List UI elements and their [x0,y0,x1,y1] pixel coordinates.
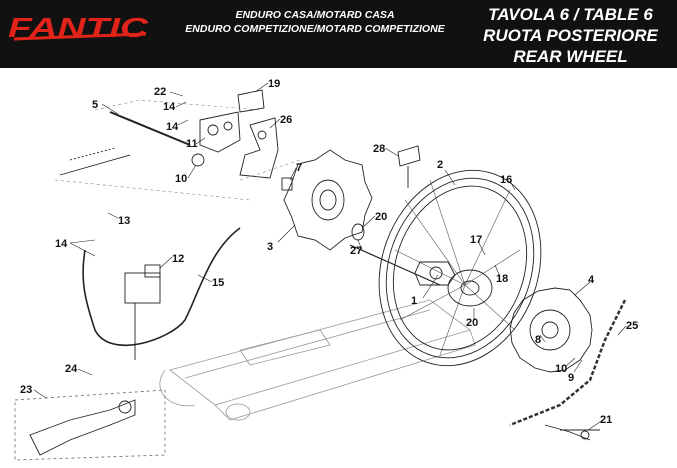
model-line-1: ENDURO CASA/MOTARD CASA [235,9,395,21]
callout-21: 21 [600,414,612,426]
fantic-logo: FANTIC [8,12,149,42]
callout-12: 12 [172,253,184,265]
drive-chain [509,299,627,427]
model-line-2: ENDURO COMPETIZIONE/MOTARD COMPETIZIONE [185,23,445,35]
callout-11: 11 [186,138,198,150]
callout-1: 1 [411,295,417,307]
swingarm [159,299,476,421]
callout-8: 8 [535,334,541,346]
callout-16: 16 [500,174,512,186]
callout-18: 18 [496,273,508,285]
callout-24: 24 [65,363,78,375]
callout-14c: 14 [166,121,179,133]
brake-hose [82,227,241,346]
callout-labels: 1 2 3 4 5 7 8 9 10 10 11 12 13 14 14 14 … [20,78,638,426]
callout-10b: 10 [555,363,567,375]
table-name-en: REAR WHEEL [513,47,628,66]
callout-3: 3 [267,241,273,253]
callout-13: 13 [118,215,130,227]
callout-5: 5 [92,99,98,111]
table-number: TAVOLA 6 / TABLE 6 [488,5,653,24]
callout-25: 25 [626,320,638,332]
table-title: TAVOLA 6 / TABLE 6 RUOTA POSTERIORE REAR… [468,4,673,67]
wheel-axle [59,111,205,176]
caliper-bracket [239,117,279,179]
callouts [33,82,627,431]
header-bar: FANTIC ENDURO CASA/MOTARD CASA ENDURO CO… [0,0,677,68]
callout-22: 22 [154,86,166,98]
brake-caliper [199,89,265,153]
wheel-hub [349,244,493,307]
callout-4: 4 [588,274,595,286]
callout-20a: 20 [375,211,387,223]
model-subtitle: ENDURO CASA/MOTARD CASA ENDURO COMPETIZI… [170,8,460,36]
callout-17: 17 [470,234,482,246]
exploded-diagram: 1 2 3 4 5 7 8 9 10 10 11 12 13 14 14 14 … [14,78,638,461]
callout-14a: 14 [55,238,68,250]
callout-7: 7 [296,162,302,174]
callout-20b: 20 [466,317,478,329]
master-cylinder [124,264,161,360]
assembly-lines [54,99,301,201]
sprocket [509,287,593,373]
callout-23: 23 [20,384,32,396]
callout-9: 9 [568,372,574,384]
callout-10: 10 [175,173,187,185]
brake-pedal [14,389,166,461]
rear-wheel-rim [378,169,542,367]
chain-link [544,424,600,441]
brake-disc [283,149,373,251]
callout-27: 27 [350,245,362,257]
callout-15: 15 [212,277,224,289]
callout-2: 2 [437,159,443,171]
wheel-spokes [394,179,521,356]
callout-28: 28 [373,143,385,155]
chain-tensioner [397,145,421,188]
wheel-spacer [281,177,365,241]
callout-26: 26 [280,114,292,126]
callout-14b: 14 [163,101,176,113]
table-name-it: RUOTA POSTERIORE [483,26,658,45]
callout-19: 19 [268,78,280,90]
